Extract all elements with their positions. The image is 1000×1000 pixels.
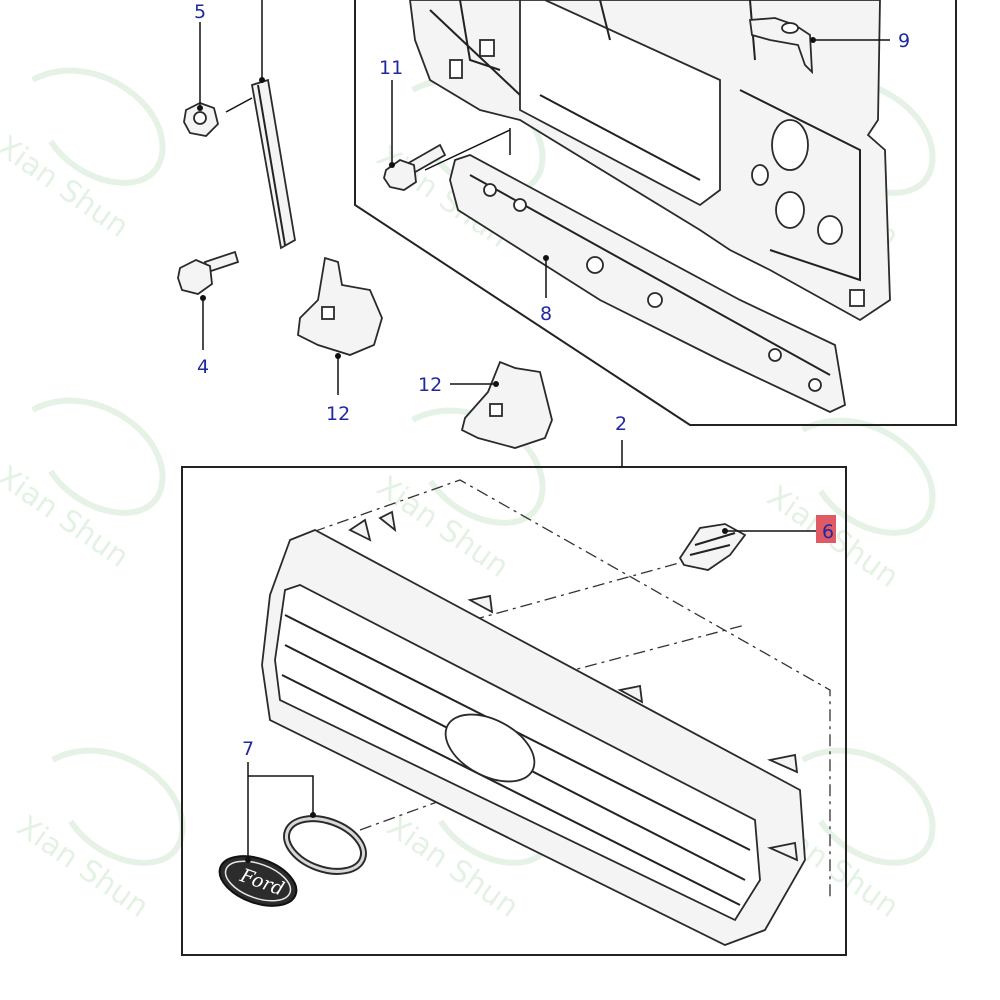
watermark-text: Xian Shun: [0, 459, 135, 575]
radiator-support-panel: [409, 0, 891, 322]
radiator-grille-part-2: [261, 510, 806, 946]
mount-bracket-part-12-right: [460, 360, 553, 449]
callout-2: 2: [615, 413, 627, 435]
emblem-gasket-part-7: [283, 815, 367, 875]
mount-bracket-part-12-left: [297, 256, 383, 356]
callout-7: 7: [242, 738, 254, 760]
emblem-part-7: Ford: [218, 855, 298, 907]
callout-11: 11: [379, 57, 403, 79]
callout-12-right: 12: [418, 374, 442, 396]
leader-lines: [197, 0, 890, 863]
flange-bolt-part-4: [177, 250, 240, 295]
callout-4: 4: [197, 356, 209, 378]
callout-6-highlight: [816, 515, 836, 543]
vertical-reinforcement-bar: [250, 78, 296, 250]
retaining-clip-part-6: [678, 523, 747, 571]
watermark-text: Xian Shun: [10, 809, 155, 925]
flange-nut-part-5: [183, 102, 219, 137]
upper-assembly-frame: [354, 0, 957, 426]
callout-12-left: 12: [326, 403, 350, 425]
callout-6: 6: [822, 521, 834, 543]
grille-assembly-frame: [181, 466, 847, 956]
callout-labels: 5 11 9 8 4 12 12 2 6 7: [194, 1, 910, 760]
callout-9: 9: [898, 30, 910, 52]
callout-5: 5: [194, 1, 206, 23]
callout-8: 8: [540, 303, 552, 325]
watermark-text: Xian Shun: [0, 129, 135, 245]
lower-crossmember: [449, 154, 847, 413]
bracket-part-9: [748, 17, 814, 75]
